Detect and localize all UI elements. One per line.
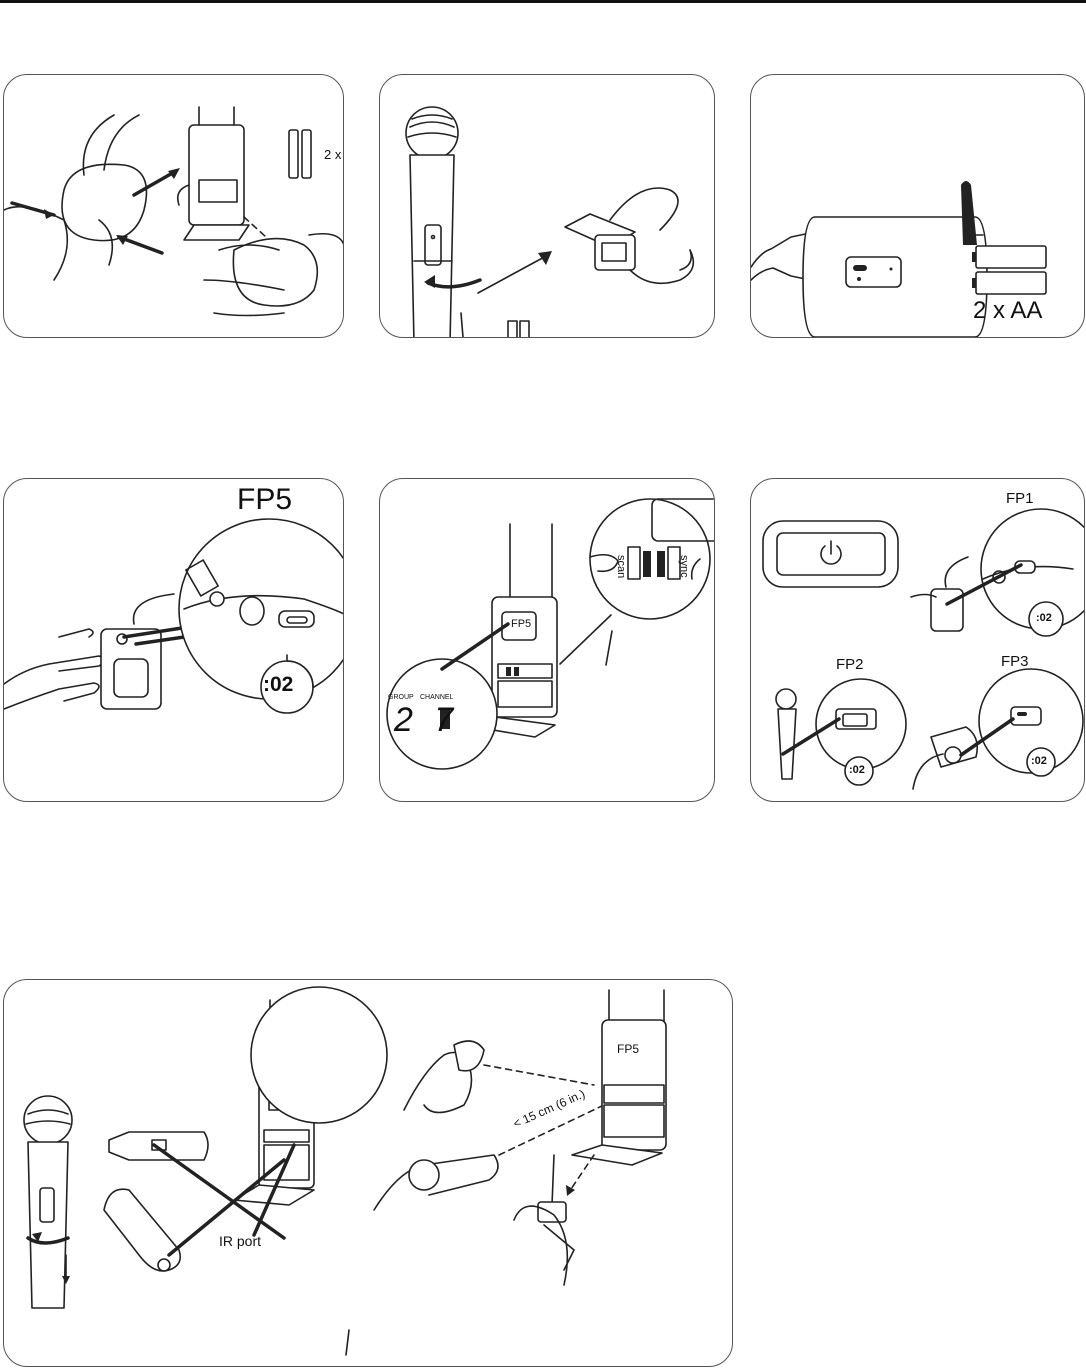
sync-label: sync: [678, 555, 690, 578]
stopwatch-timer-fp3: :02: [1031, 755, 1047, 767]
panel-power-models: FP1 FP2 FP3 :02 :02 :02: [750, 478, 1085, 802]
fp5-power-illustration: [4, 479, 343, 801]
fp5-scan-illustration: [380, 479, 714, 801]
lcd-channel-label: CHANNEL: [420, 694, 453, 701]
panel-plugon-battery: 2 x AA: [750, 74, 1085, 338]
panel-fp5-scan: FP5 GROUP CHANNEL 2 7 scan sync: [379, 478, 715, 802]
stopwatch-timer-fp1: :02: [1036, 612, 1052, 624]
stopwatch-timer: :02: [263, 673, 293, 697]
panel-bodypack-battery: 2 x: [3, 74, 344, 338]
top-rule: [0, 0, 1086, 3]
panel-handheld-battery: [379, 74, 715, 338]
ir-sync-illustration: [4, 980, 732, 1366]
fp3-label: FP3: [1001, 653, 1029, 670]
scan-label: scan: [615, 555, 627, 578]
panel-ir-sync: FP5 < 15 cm (6 in.) IR port: [3, 979, 733, 1367]
ir-port-label: IR port: [219, 1233, 261, 1249]
lcd-group-label: GROUP: [388, 694, 414, 701]
fp1-label: FP1: [1006, 490, 1034, 507]
lcd-digits: 2 7: [394, 701, 459, 740]
battery-count-label: 2 x: [324, 147, 341, 162]
fp5-model-label: FP5: [617, 1042, 639, 1056]
bodypack-battery-illustration: [4, 75, 343, 337]
stopwatch-timer-fp2: :02: [849, 764, 865, 776]
battery-aa-label: 2 x AA: [973, 297, 1042, 325]
handheld-battery-illustration: [380, 75, 714, 337]
panel-fp5-power: FP5 :02: [3, 478, 344, 802]
power-models-illustration: [751, 479, 1084, 801]
fp2-label: FP2: [836, 656, 864, 673]
lcd-model-label: FP5: [511, 618, 531, 630]
fp5-model-label: FP5: [237, 483, 292, 517]
